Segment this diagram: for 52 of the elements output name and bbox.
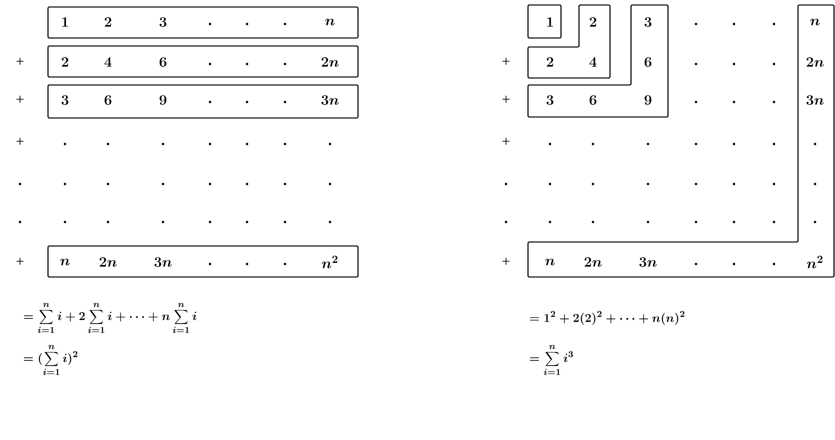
equation: $= 1^2 + 2(2)^2 + \cdots + n(n)^2$ bbox=[530, 311, 684, 325]
entry: $2$ bbox=[62, 57, 68, 67]
entry: $2$ bbox=[546, 57, 554, 67]
l-shaped-box bbox=[527, 4, 669, 118]
entry: $3$ bbox=[160, 17, 166, 27]
entry: $2n$ bbox=[584, 257, 602, 267]
equation: $= \sum_{i=1}^{n} i + 2\sum_{i=1}^{n} i + \cdots + n\sum_{i=1}^{n} i$ bbox=[24, 302, 196, 334]
entry: $n$ bbox=[810, 18, 820, 26]
plus-sign: + bbox=[502, 58, 510, 65]
row-box bbox=[47, 245, 359, 278]
row-box bbox=[47, 84, 359, 119]
entry: $1$ bbox=[62, 17, 68, 27]
plus-sign: + bbox=[16, 258, 24, 265]
entry: $2n$ bbox=[322, 57, 339, 67]
entry: $2n$ bbox=[100, 257, 117, 267]
entry: $n$ bbox=[60, 258, 70, 266]
entry: $6$ bbox=[590, 95, 596, 105]
entry: $9$ bbox=[644, 95, 652, 105]
plus-sign: + bbox=[16, 96, 24, 103]
plus-sign: + bbox=[16, 138, 24, 145]
entry: $6$ bbox=[644, 57, 652, 67]
entry: $2n$ bbox=[806, 57, 824, 67]
entry: $3$ bbox=[62, 95, 68, 105]
entry: $n^2$ bbox=[806, 256, 822, 268]
square-box bbox=[527, 4, 562, 39]
entry: $2$ bbox=[104, 17, 112, 27]
plus-sign: + bbox=[502, 138, 510, 145]
l-shaped-box bbox=[527, 4, 835, 278]
entry: $6$ bbox=[160, 57, 166, 67]
row-box bbox=[47, 6, 359, 39]
entry: $3n$ bbox=[322, 95, 339, 105]
entry: $3n$ bbox=[806, 95, 824, 105]
entry: $n$ bbox=[545, 258, 555, 266]
entry: $3n$ bbox=[640, 257, 657, 267]
entry: $3$ bbox=[546, 95, 554, 105]
equation: $= \sum_{i=1}^{n} i^3$ bbox=[530, 344, 573, 376]
plus-sign: + bbox=[16, 58, 24, 65]
entry: $1$ bbox=[547, 17, 553, 27]
plus-sign: + bbox=[502, 258, 510, 265]
l-shaped-box bbox=[527, 4, 611, 79]
equation: $= (\sum_{i=1}^{n} i)^2$ bbox=[24, 344, 78, 376]
entry: $4$ bbox=[104, 57, 112, 67]
entry: $6$ bbox=[104, 95, 112, 105]
entry: $3n$ bbox=[154, 257, 172, 267]
entry: $n$ bbox=[325, 18, 335, 26]
entry: $9$ bbox=[160, 95, 166, 105]
entry: $4$ bbox=[589, 57, 597, 67]
row-box bbox=[47, 45, 359, 78]
entry: $3$ bbox=[644, 17, 652, 27]
entry: $n^2$ bbox=[322, 256, 338, 268]
plus-sign: + bbox=[502, 96, 510, 103]
entry: $2$ bbox=[590, 17, 596, 27]
